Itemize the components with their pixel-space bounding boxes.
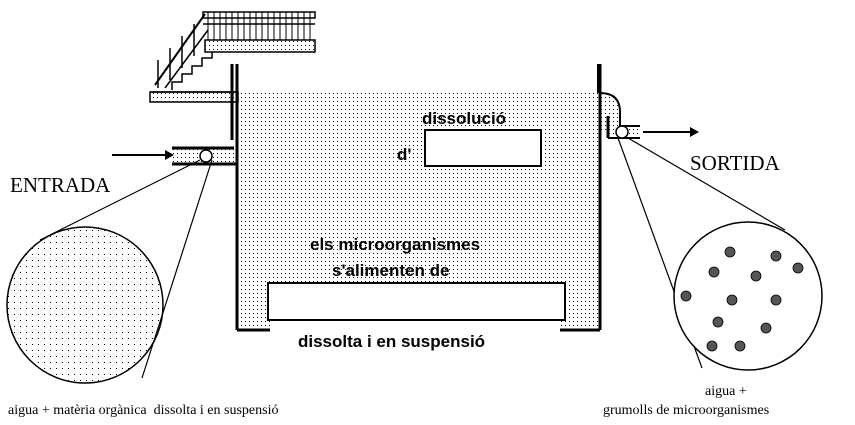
inflow-arrow-icon	[112, 150, 174, 160]
stairs-icon	[149, 11, 316, 103]
dissolucio-label: dissolució	[422, 109, 506, 128]
outflow-arrow-icon	[643, 127, 699, 137]
bottom-blank-box	[267, 282, 566, 321]
outflow-pipe	[597, 64, 640, 139]
sortida-label: SORTIDA	[690, 151, 781, 175]
top-blank-box	[424, 129, 542, 167]
d-apos-label: d'	[397, 145, 411, 164]
microorganismes-line1: els microorganismes	[310, 235, 480, 254]
inflow-pipe	[172, 146, 237, 166]
right-caption-line1: aigua +	[705, 384, 747, 399]
outflow-magnified-circle	[673, 221, 823, 371]
entrada-label: ENTRADA	[10, 173, 111, 197]
left-caption: aigua + matèria orgànica dissolta i en s…	[8, 403, 278, 418]
microorganismes-line2: s'alimenten de	[332, 261, 449, 280]
inflow-magnified-circle	[6, 226, 164, 384]
dissolta-label: dissolta i en suspensió	[298, 332, 485, 351]
right-caption-line2: grumolls de microorganismes	[603, 403, 769, 418]
